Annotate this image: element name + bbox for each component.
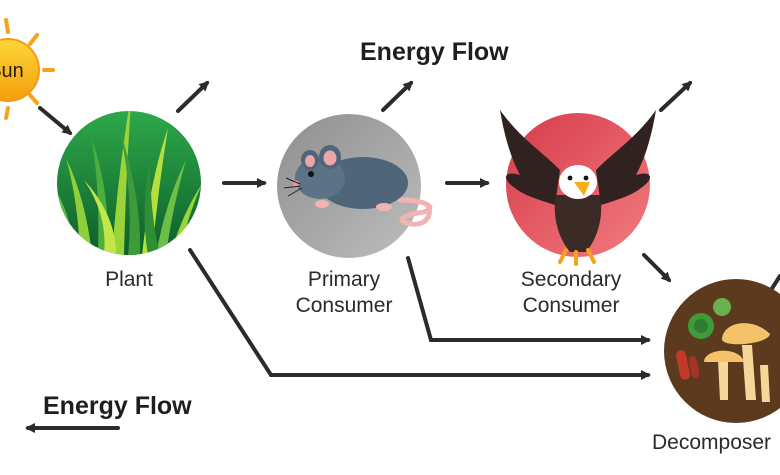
sun-icon bbox=[0, 18, 55, 120]
arrow-primary-energy-out bbox=[381, 80, 414, 112]
node-label-secondary-consumer: Secondary Consumer bbox=[520, 268, 622, 317]
arrow-primary-to-decomposer bbox=[406, 256, 651, 345]
arrow-plant-energy-out bbox=[176, 80, 210, 113]
eagle-icon bbox=[500, 110, 656, 266]
arrow-secondary-energy-out bbox=[659, 80, 693, 112]
grass-icon bbox=[57, 111, 201, 255]
energy-flow-title-bottom: Energy Flow bbox=[43, 392, 192, 420]
sun-label: Sun bbox=[0, 60, 24, 82]
flow-arrows bbox=[25, 80, 780, 433]
node-label-primary-consumer: Primary Consumer bbox=[295, 268, 393, 317]
node-label-plant: Plant bbox=[105, 268, 153, 291]
node-label-decomposer: Decomposer bbox=[652, 431, 772, 454]
mushroom-icon bbox=[664, 279, 780, 423]
arrow-decomposer-edge bbox=[769, 274, 780, 292]
arrow-sun-to-plant bbox=[38, 106, 73, 135]
arrow-plant-to-decomposer bbox=[188, 248, 651, 380]
arrow-secondary-to-decomposer bbox=[642, 253, 672, 283]
mouse-icon bbox=[277, 114, 433, 258]
energy-flow-title-top: Energy Flow bbox=[360, 38, 509, 66]
